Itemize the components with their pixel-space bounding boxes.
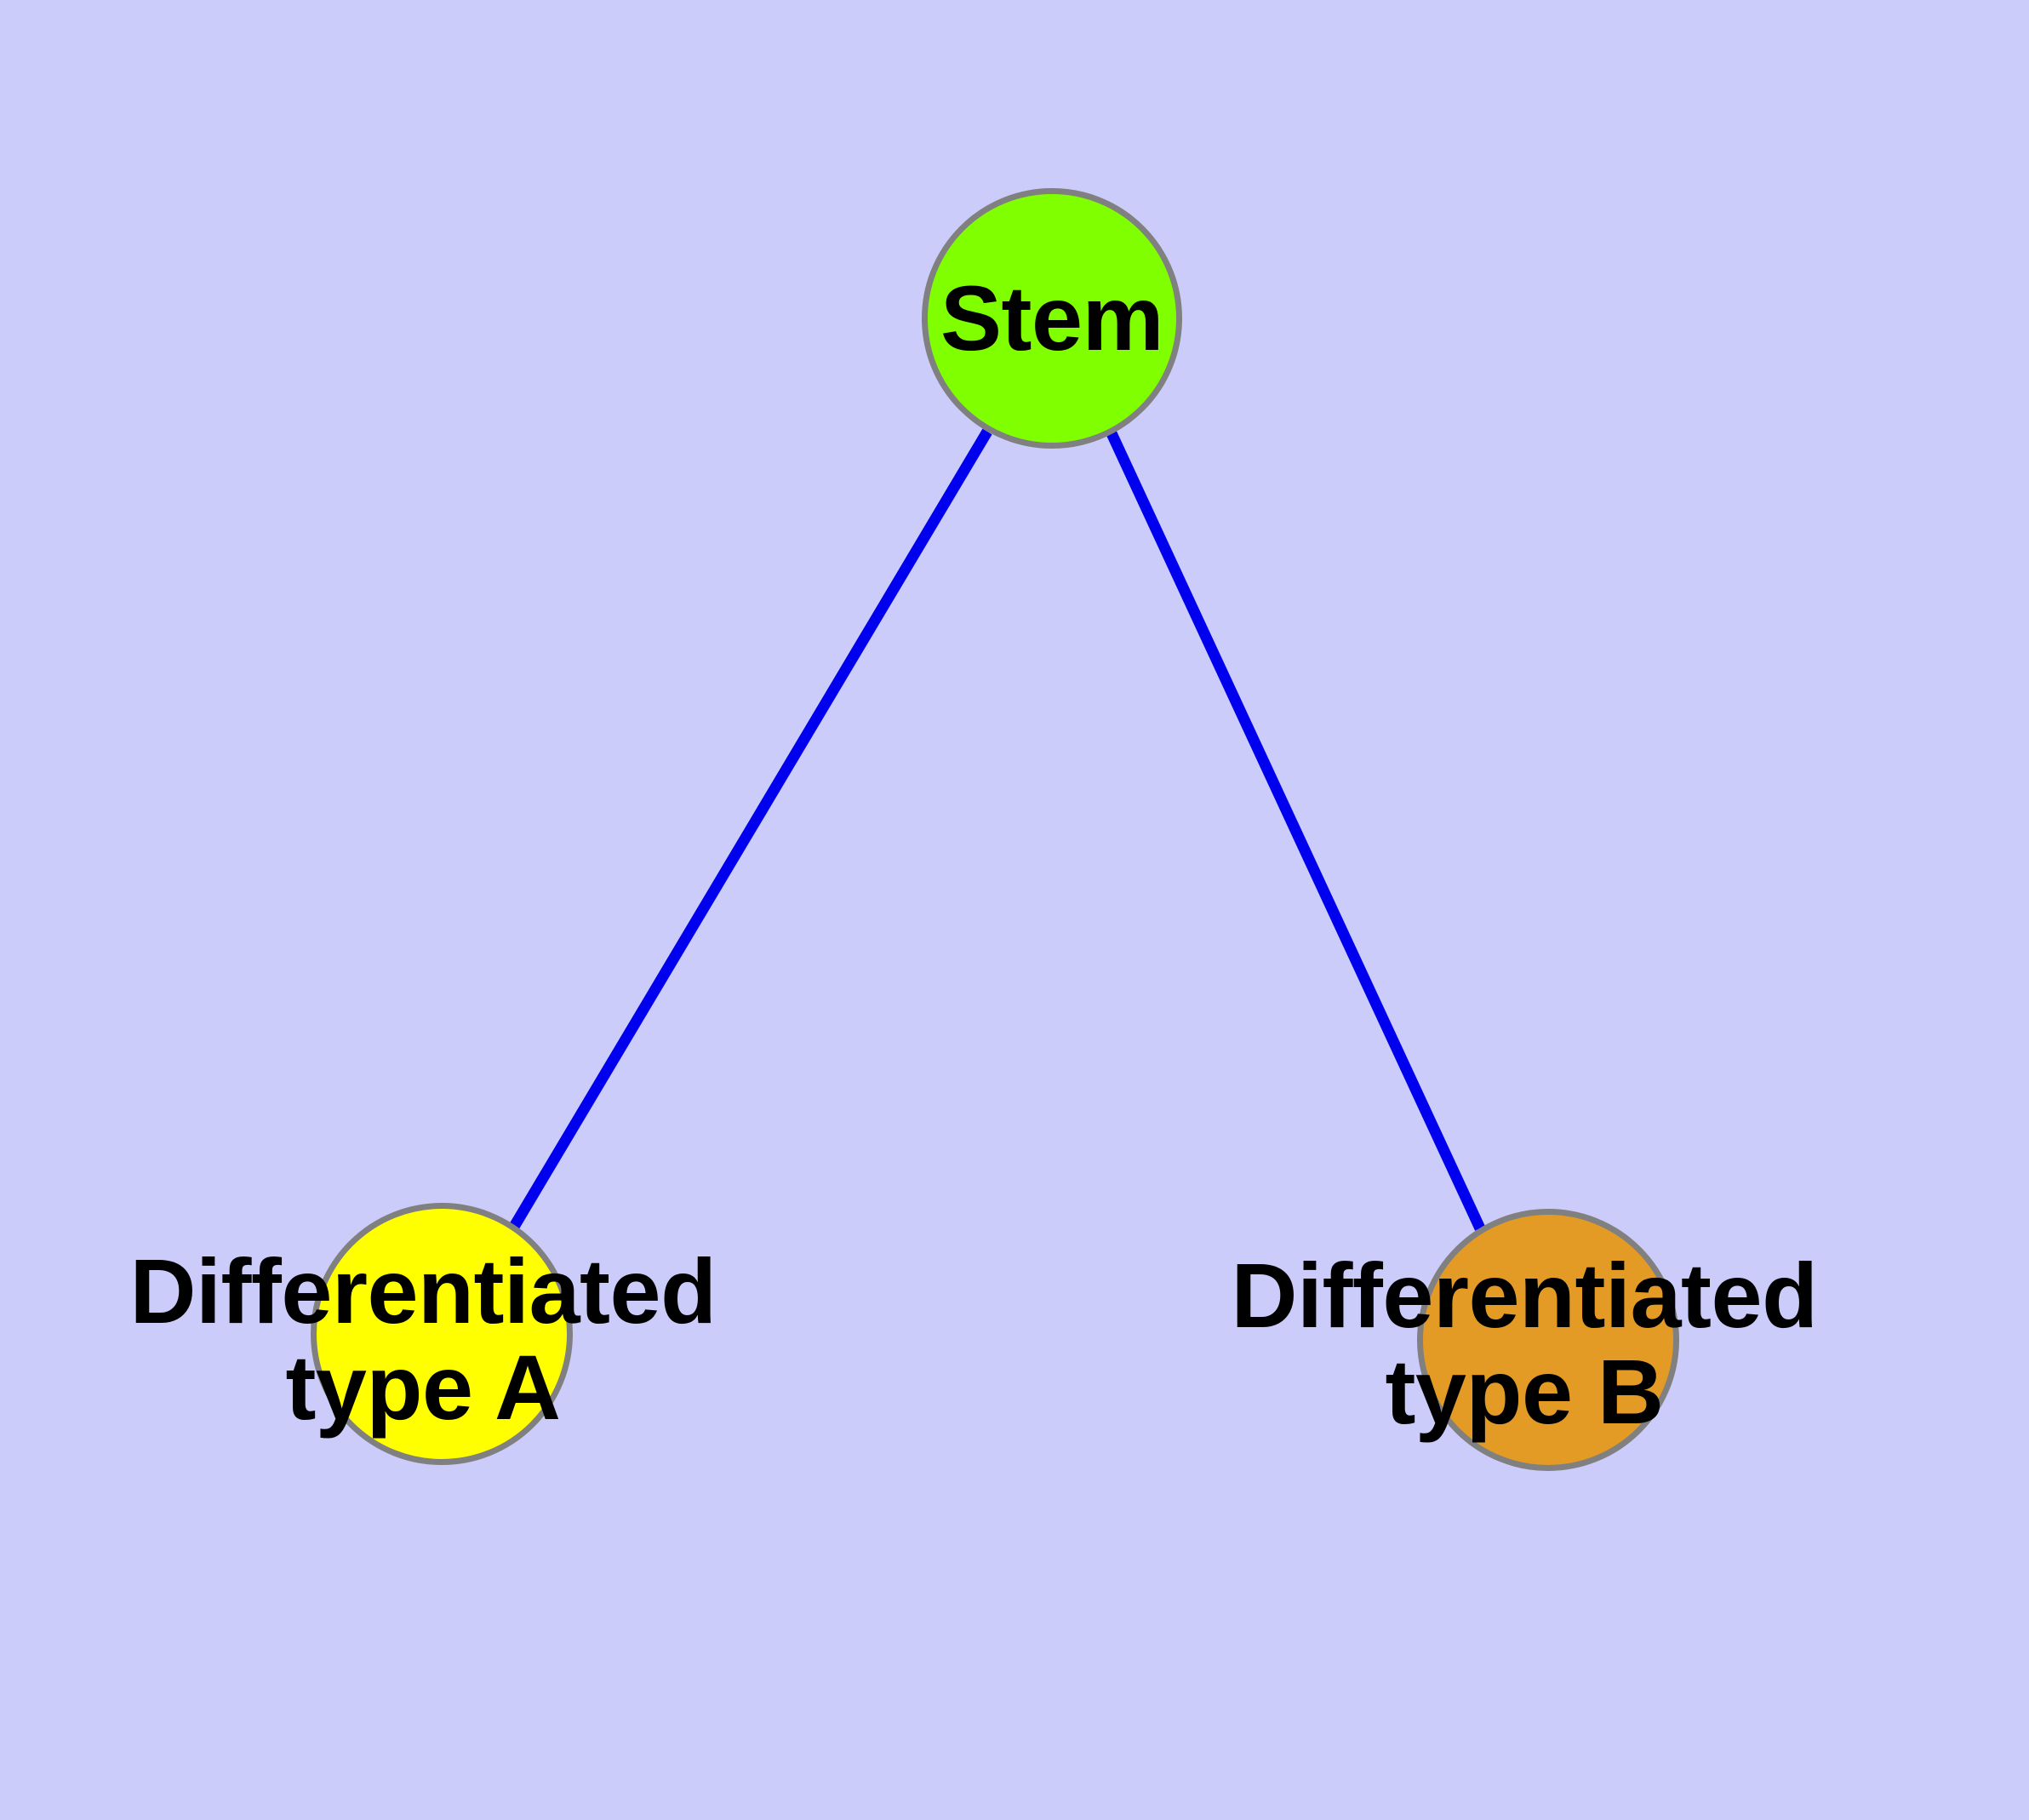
node-differentiated-type-b[interactable] [1417, 1209, 1679, 1471]
node-label-stem: Stem [940, 266, 1164, 370]
edge-stem-to-differentiated-type-a [509, 428, 992, 1230]
node-label-differentiated-type-a: Differentiated type A [129, 1239, 717, 1439]
node-stem[interactable] [922, 188, 1182, 449]
node-differentiated-type-a[interactable] [311, 1203, 573, 1465]
node-label-differentiated-type-b: Differentiated type B [1231, 1243, 1818, 1443]
edge-stem-to-differentiated-type-b [1106, 431, 1485, 1231]
